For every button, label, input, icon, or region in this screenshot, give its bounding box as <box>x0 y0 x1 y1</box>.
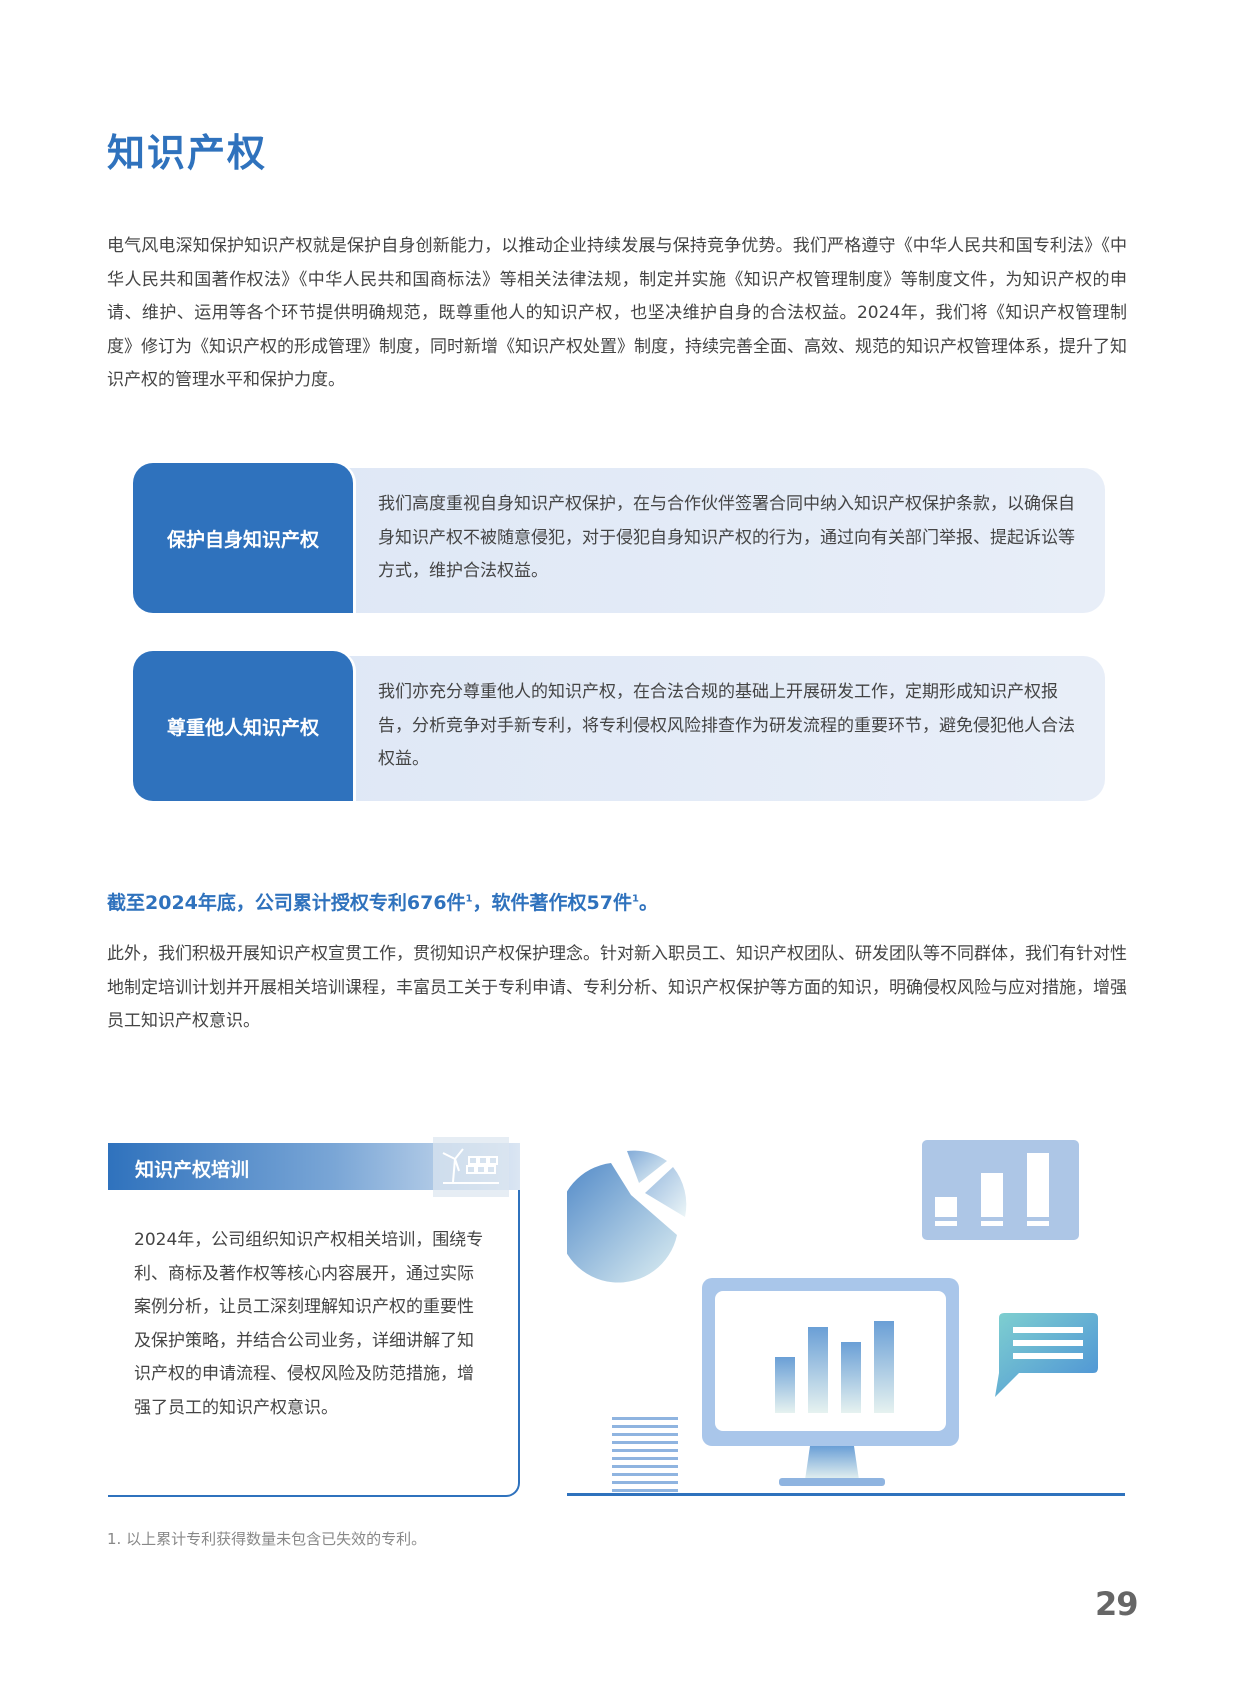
card-respect-others-ip: 尊重他人知识产权 我们亦充分尊重他人的知识产权，在合法合规的基础上开展研发工作，… <box>133 651 1105 801</box>
card-background <box>333 656 1105 801</box>
bar-chart-icon <box>922 1140 1079 1240</box>
footnote-ref: 1 <box>631 893 639 905</box>
monitor-icon <box>702 1278 959 1486</box>
page-number: 29 <box>1095 1585 1139 1623</box>
intro-paragraph: 电气风电深知保护知识产权就是保护自身创新能力，以推动企业持续发展与保持竞争优势。… <box>107 236 1127 390</box>
patent-highlight: 截至2024年底，公司累计授权专利676件1，软件著作权57件1。 <box>107 888 658 915</box>
chat-bubble-icon <box>995 1313 1098 1397</box>
highlight-text: 截至2024年底，公司累计授权专利676件 <box>107 892 466 914</box>
page-title: 知识产权 <box>107 131 268 175</box>
card-label: 保护自身知识产权 <box>133 463 353 613</box>
wind-solar-icon <box>433 1137 509 1197</box>
card-background <box>333 468 1105 613</box>
card-label: 尊重他人知识产权 <box>133 651 353 801</box>
card-text: 我们高度重视自身知识产权保护，在与合作伙伴签署合同中纳入知识产权保护条款，以确保… <box>378 494 1075 581</box>
pie-chart-icon <box>558 1150 687 1283</box>
lines-decoration <box>612 1417 678 1492</box>
data-illustration <box>558 1135 1127 1504</box>
card-protect-own-ip: 保护自身知识产权 我们高度重视自身知识产权保护，在与合作伙伴签署合同中纳入知识产… <box>133 463 1105 613</box>
baseline <box>567 1493 1125 1496</box>
highlight-text: ，软件著作权57件 <box>472 892 632 914</box>
highlight-text: 。 <box>638 892 658 914</box>
card-text: 我们亦充分尊重他人的知识产权，在合法合规的基础上开展研发工作，定期形成知识产权报… <box>378 682 1075 769</box>
training-text: 2024年，公司组织知识产权相关培训，围绕专利、商标及著作权等核心内容展开，通过… <box>134 1230 484 1418</box>
footnote-ref: 1 <box>465 893 473 905</box>
training-paragraph: 此外，我们积极开展知识产权宣贯工作，贯彻知识产权保护理念。针对新入职员工、知识产… <box>107 944 1127 1031</box>
training-box <box>108 1190 520 1497</box>
footnote: 1. 以上累计专利获得数量未包含已失效的专利。 <box>107 1530 427 1548</box>
